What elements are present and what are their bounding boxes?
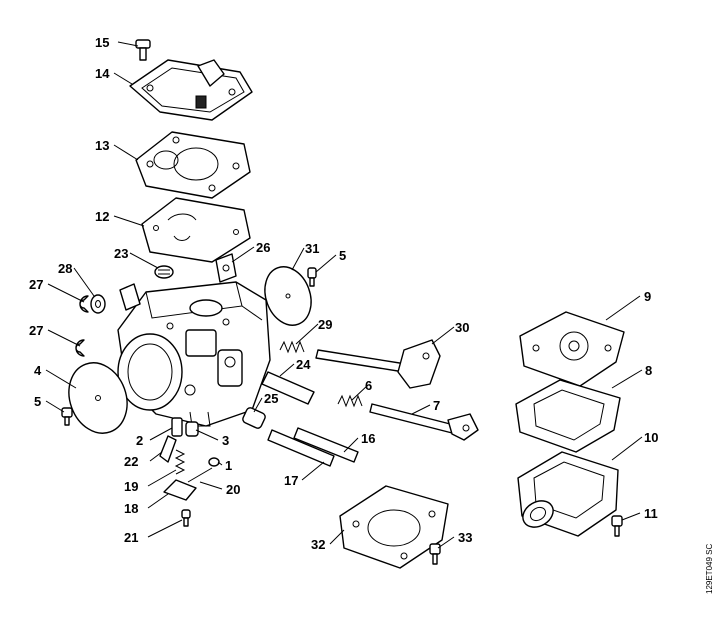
callout-13: 13 <box>95 138 109 153</box>
callout-22: 22 <box>124 454 138 469</box>
part-1-disc <box>208 457 220 467</box>
callout-2: 2 <box>136 433 143 448</box>
callout-23: 23 <box>114 246 128 261</box>
part-24-valve <box>261 371 315 405</box>
callout-28: 28 <box>58 261 72 276</box>
leader-lines <box>45 41 643 549</box>
part-29-spring <box>279 340 305 354</box>
part-2-needle <box>171 417 183 437</box>
callout-5-upper: 5 <box>339 248 346 263</box>
drawing-code: 129ET049 SC <box>705 544 714 594</box>
part-13-gasket <box>135 131 251 199</box>
callout-32: 32 <box>311 537 325 552</box>
callout-21: 21 <box>124 530 138 545</box>
part-17-shaft <box>267 429 335 467</box>
part-7-throttle-shaft <box>369 403 479 441</box>
callout-labels: 15 14 13 12 23 26 31 5 28 27 27 29 30 9 … <box>29 35 658 552</box>
callout-8: 8 <box>645 363 652 378</box>
callout-4: 4 <box>34 363 42 378</box>
part-27-eclip-upper <box>79 295 89 313</box>
callout-9: 9 <box>644 289 651 304</box>
part-5-screw-upper <box>307 267 317 287</box>
callout-27-upper: 27 <box>29 277 43 292</box>
part-5-screw-lower <box>61 407 73 426</box>
part-30-choke-shaft <box>315 339 441 389</box>
callout-29: 29 <box>318 317 332 332</box>
callout-5-lower: 5 <box>34 394 41 409</box>
part-26-plate <box>215 253 237 283</box>
callout-10: 10 <box>644 430 658 445</box>
callout-6: 6 <box>365 378 372 393</box>
callout-7: 7 <box>433 398 440 413</box>
part-15-screw <box>135 39 151 61</box>
callout-26: 26 <box>256 240 270 255</box>
part-19-spring <box>174 449 186 475</box>
part-14-cover <box>129 59 253 121</box>
part-4-diaphragm <box>68 362 128 434</box>
part-9-diaphragm <box>519 311 625 387</box>
part-16-shaft <box>293 427 359 463</box>
callout-3: 3 <box>222 433 229 448</box>
part-22-inlet-needle <box>159 435 177 463</box>
callout-16: 16 <box>361 431 375 446</box>
callout-11: 11 <box>644 506 658 521</box>
callout-14: 14 <box>95 66 110 81</box>
callout-25: 25 <box>264 391 278 406</box>
callout-33: 33 <box>458 530 472 545</box>
part-33-screw <box>429 543 441 565</box>
part-18-lever <box>163 479 197 501</box>
part-10-pump-cover <box>517 451 619 537</box>
part-12-diaphragm <box>141 197 251 263</box>
part-28-washer <box>90 294 106 314</box>
part-21-screw <box>181 509 191 527</box>
callout-24: 24 <box>296 357 311 372</box>
part-23-filter <box>154 265 174 279</box>
part-11-screw <box>611 515 623 537</box>
part-32-cover <box>339 485 449 569</box>
callout-17: 17 <box>284 473 298 488</box>
callout-31: 31 <box>305 241 319 256</box>
callout-15: 15 <box>95 35 109 50</box>
callout-18: 18 <box>124 501 138 516</box>
callout-27-lower: 27 <box>29 323 43 338</box>
callout-12: 12 <box>95 209 109 224</box>
part-8-gasket <box>515 379 621 453</box>
part-31-disc <box>264 266 312 326</box>
part-25-sleeve <box>242 407 266 429</box>
part-6-spring <box>337 394 363 408</box>
part-20-pin <box>187 467 213 483</box>
part-27-eclip-lower <box>75 339 85 357</box>
carburetor-body <box>117 281 271 427</box>
callout-30: 30 <box>455 320 469 335</box>
callout-19: 19 <box>124 479 138 494</box>
callout-20: 20 <box>226 482 240 497</box>
part-3-seat <box>185 421 199 437</box>
callout-1: 1 <box>225 458 232 473</box>
